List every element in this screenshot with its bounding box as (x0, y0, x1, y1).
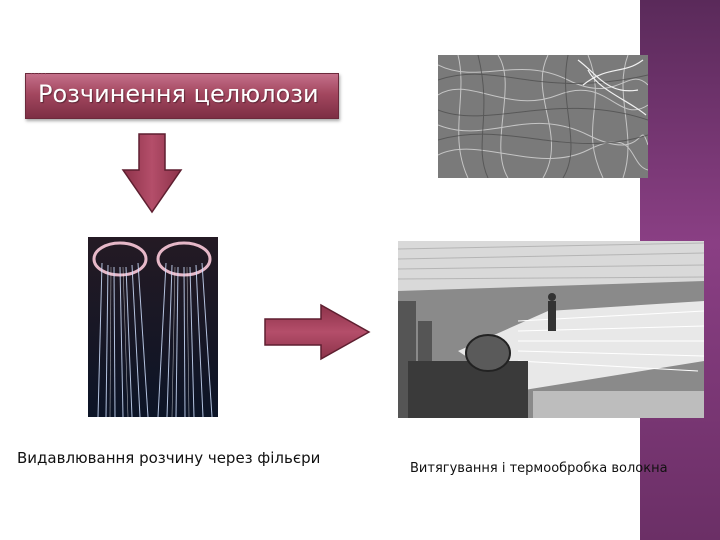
title-text: Розчинення целюлози (38, 80, 319, 108)
fiber-micrograph-image (438, 55, 648, 178)
down-arrow-icon (121, 133, 183, 214)
right-arrow-icon (264, 303, 371, 361)
title-box: ····· Розчинення целюлози (25, 70, 339, 119)
caption-extrusion: Видавлювання розчину через фільєри (17, 449, 321, 467)
title-dots: ····· (30, 70, 48, 79)
spinneret-photo (88, 237, 218, 417)
textile-factory-photo (398, 241, 704, 418)
caption-drawing: Витягування і термообробка волокна (410, 461, 668, 476)
